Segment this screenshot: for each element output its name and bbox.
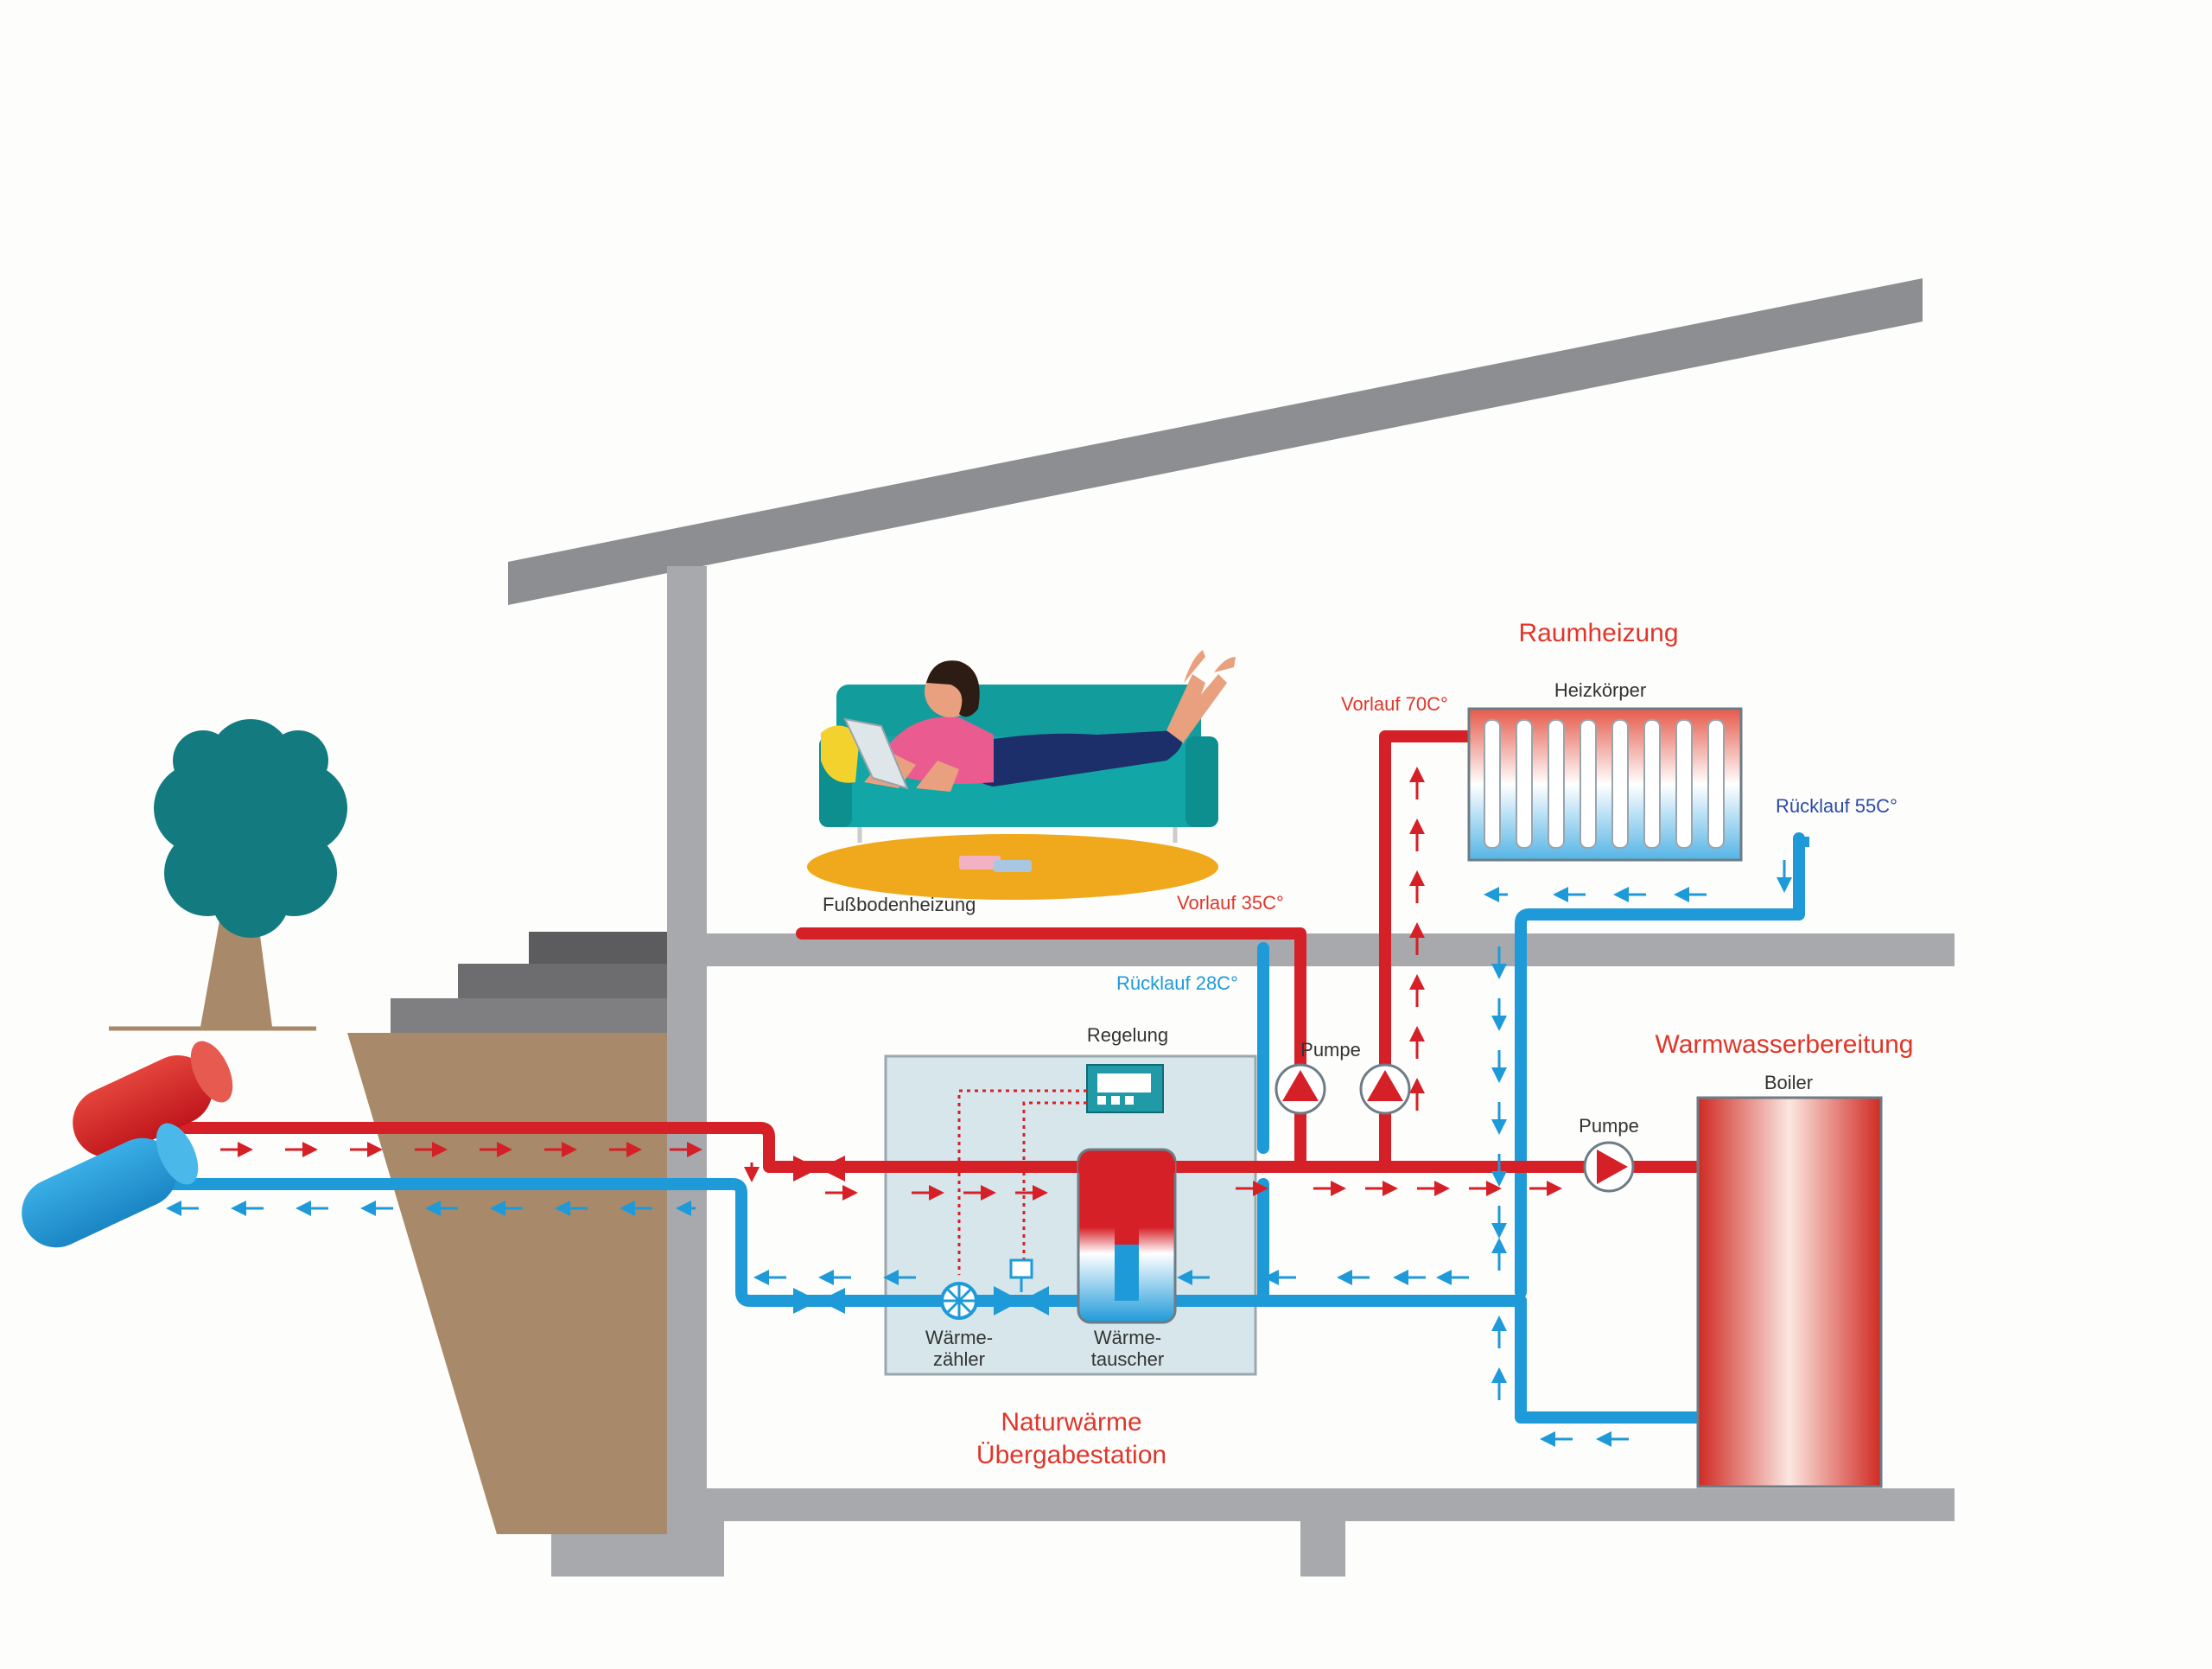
radiator-icon: [1467, 707, 1743, 862]
basement-floor-slab: [667, 1488, 1955, 1521]
labels: Raumheizung Heizkörper Vorlauf 70C° Rück…: [823, 619, 1914, 1469]
waermetauscher-label-1: Wärme-: [1094, 1327, 1161, 1348]
heat-exchanger-icon: [1077, 1148, 1177, 1324]
heizkoerper-label: Heizkörper: [1554, 679, 1646, 701]
waermetauscher-label-2: tauscher: [1091, 1348, 1164, 1370]
station-title-2: Übergabestation: [976, 1441, 1166, 1469]
person-icon: [843, 650, 1236, 872]
control-lines: [957, 1089, 1087, 1275]
district-supply-pipe: [73, 1041, 233, 1158]
stair-step-3: [529, 932, 667, 964]
waermezaehler-label-1: Wärme-: [925, 1327, 993, 1348]
boiler-icon: [1696, 1096, 1883, 1488]
tree-icon: [109, 719, 347, 1031]
valve-icon: [793, 1156, 845, 1314]
ruecklauf-28-label: Rücklauf 28C°: [1116, 972, 1238, 994]
roof: [508, 278, 1923, 605]
stair-step-1: [391, 998, 667, 1033]
return-pipes: [167, 832, 1805, 1424]
pump-icon-boiler: [1583, 1141, 1635, 1193]
stair-step-2: [458, 964, 667, 998]
exterior-wall: [667, 566, 707, 1526]
controller-icon: [1086, 1064, 1164, 1113]
regelung-label: Regelung: [1087, 1024, 1168, 1046]
control-valve-icon: [994, 1258, 1049, 1315]
soil-block: [347, 1033, 667, 1534]
return-flow-arrows: [166, 860, 1792, 1447]
warmwasser-title: Warmwasserbereitung: [1656, 1030, 1914, 1059]
ruecklauf-55-label: Rücklauf 55C°: [1776, 795, 1897, 817]
pumpe-label-boiler: Pumpe: [1579, 1115, 1639, 1137]
waermezaehler-label-2: zähler: [933, 1348, 985, 1370]
pump-icon-floor: [1274, 1063, 1326, 1115]
raumheizung-title: Raumheizung: [1518, 619, 1678, 647]
district-return-pipe: [22, 1123, 199, 1248]
ruecklauf-55-pipe: [1797, 837, 1809, 847]
vorlauf-70-label: Vorlauf 70C°: [1341, 693, 1448, 715]
station-box: [884, 1054, 1257, 1376]
pump-icon-radiator: [1359, 1063, 1411, 1115]
heat-meter-icon: [940, 1282, 978, 1320]
station-title-1: Naturwärme: [1001, 1408, 1141, 1436]
foundation-right: [1300, 1519, 1345, 1577]
fussbodenheizung-label: Fußbodenheizung: [823, 894, 976, 915]
pumpe-label-heating: Pumpe: [1300, 1039, 1361, 1061]
ground: [347, 932, 667, 1534]
supply-flow-arrows: [220, 767, 1562, 1201]
vorlauf-35-label: Vorlauf 35C°: [1177, 892, 1284, 914]
boiler-label: Boiler: [1764, 1072, 1813, 1093]
